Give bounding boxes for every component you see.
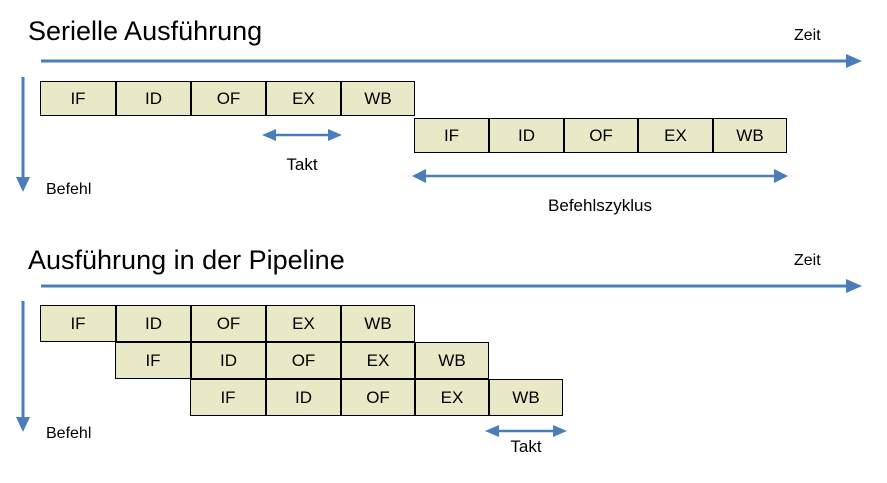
stage-box: OF	[191, 81, 266, 116]
time-axis-arrow-serial	[40, 52, 862, 70]
stage-box: IF	[115, 342, 191, 379]
stage-box: IF	[414, 118, 489, 153]
stage-box: EX	[266, 305, 341, 342]
time-axis-label-serial: Zeit	[794, 27, 821, 44]
stage-box: WB	[341, 305, 415, 342]
stage-box: OF	[564, 118, 638, 153]
stage-box: ID	[116, 81, 191, 116]
stage-box: EX	[638, 118, 713, 153]
takt-label-serial: Takt	[286, 155, 318, 174]
stage-box: ID	[489, 118, 564, 153]
instruction-axis-arrow-serial	[14, 76, 32, 192]
section-title-pipeline: Ausführung in der Pipeline	[28, 245, 345, 275]
stage-box: OF	[341, 379, 415, 416]
stage-box: EX	[266, 81, 341, 116]
stage-box: EX	[415, 379, 489, 416]
instruction-axis-arrow-pipeline	[14, 300, 32, 432]
stage-box: WB	[415, 342, 489, 379]
section-title-serial: Serielle Ausführung	[28, 16, 263, 46]
instruction-axis-label-serial: Befehl	[46, 181, 92, 198]
stage-box: IF	[190, 379, 266, 416]
stage-box: ID	[266, 379, 341, 416]
stage-box: WB	[341, 81, 415, 116]
stage-box: OF	[266, 342, 341, 379]
stage-box: WB	[489, 379, 563, 416]
stage-box: OF	[191, 305, 266, 342]
instruction-axis-label-pipeline: Befehl	[46, 425, 92, 442]
time-axis-arrow-pipeline	[40, 277, 862, 295]
stage-box: EX	[341, 342, 415, 379]
befehlszyklus-label: Befehlszyklus	[548, 196, 652, 215]
befehlszyklus-arrow	[412, 168, 788, 184]
takt-arrow-serial	[262, 127, 342, 143]
stage-box: ID	[116, 305, 191, 342]
stage-box: IF	[40, 81, 116, 116]
takt-label-pipeline: Takt	[510, 437, 542, 456]
time-axis-label-pipeline: Zeit	[794, 252, 821, 269]
stage-box: ID	[191, 342, 266, 379]
takt-arrow-pipeline	[485, 423, 567, 439]
stage-box: WB	[713, 118, 787, 153]
stage-box: IF	[40, 305, 116, 342]
